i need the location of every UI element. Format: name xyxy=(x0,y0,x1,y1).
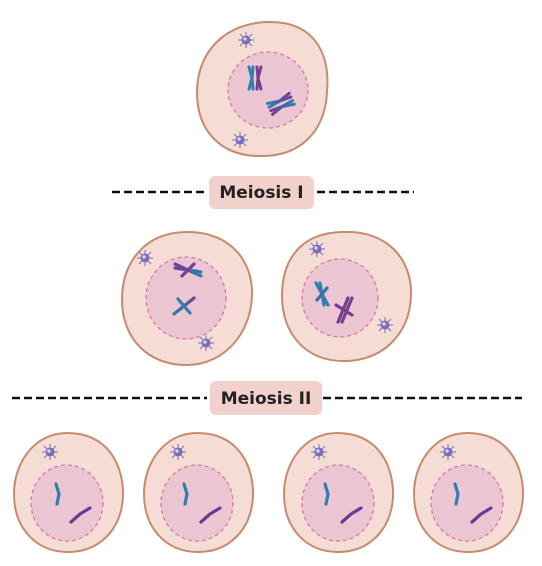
chromosome-icon xyxy=(182,482,189,506)
meiosis-2-label: Meiosis II xyxy=(221,389,312,409)
meiosis-2-cell-3 xyxy=(282,431,395,554)
chromosome-icon xyxy=(54,482,61,506)
meiosis-2-cell-1 xyxy=(12,431,125,554)
centrosome-icon xyxy=(377,317,393,333)
meiosis-1-divider: Meiosis I xyxy=(112,176,414,209)
chromosome-icon xyxy=(199,506,222,524)
nucleus xyxy=(145,256,227,340)
centrosome-icon xyxy=(198,335,214,351)
meiosis-1-cell-right xyxy=(280,230,413,363)
meiosis-2-divider: Meiosis II xyxy=(12,381,522,415)
meiosis-1-label-box xyxy=(209,176,314,209)
chromosome-icon xyxy=(453,482,460,506)
meiosis-1-label: Meiosis I xyxy=(219,183,303,203)
chromosome-icon xyxy=(334,296,354,324)
nucleus xyxy=(301,464,375,542)
nucleus xyxy=(160,464,234,542)
chromosome-icon xyxy=(173,262,203,278)
chromosome-icon xyxy=(323,482,330,506)
centrosome-icon xyxy=(170,444,186,460)
centrosome-icon xyxy=(309,241,325,257)
chromosome-icon xyxy=(314,281,330,307)
meiosis-2-cell-2 xyxy=(142,431,255,554)
chromosome-icon xyxy=(340,506,363,524)
centrosome-icon xyxy=(137,250,153,266)
centrosome-icon xyxy=(311,444,327,460)
meiosis-2-label-box xyxy=(210,381,322,415)
meiosis-1-cell-left xyxy=(120,230,254,367)
centrosome-icon xyxy=(238,32,254,48)
chromosome-icon xyxy=(69,506,92,524)
parent-cell xyxy=(195,20,329,158)
centrosome-icon xyxy=(42,444,58,460)
nucleus xyxy=(430,464,504,542)
chromosome-icon xyxy=(470,506,493,524)
meiosis-2-cell-4 xyxy=(412,431,525,554)
chromosome-icon xyxy=(265,91,296,116)
chromosome-icon xyxy=(172,296,196,316)
centrosome-icon xyxy=(232,132,248,148)
nucleus xyxy=(301,258,379,338)
centrosome-icon xyxy=(440,444,456,460)
nucleus xyxy=(227,51,309,129)
nucleus xyxy=(30,464,104,542)
chromosome-icon xyxy=(247,65,263,91)
